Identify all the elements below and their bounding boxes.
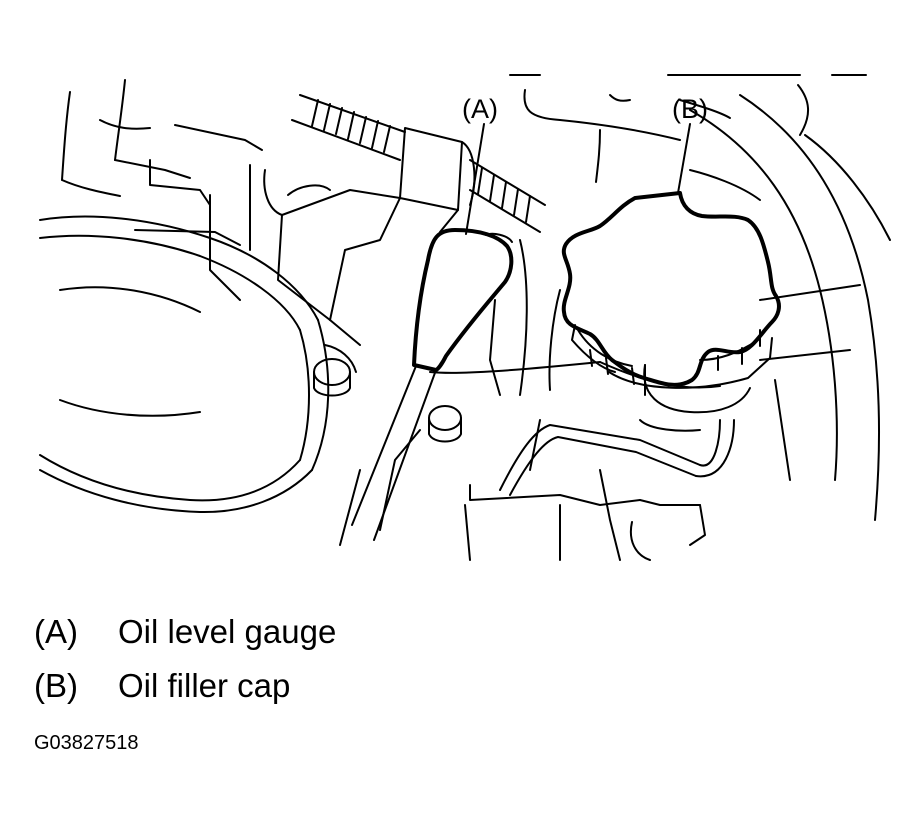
engine-upper-left [61,79,263,301]
engine-bay-illustration: (A) (B) [39,74,891,561]
legend-key-b: (B) [34,667,78,704]
leader-line-b [677,123,691,194]
oil-pipe [499,419,735,496]
ribbed-hose-right [469,159,546,233]
engine-lower [339,239,721,561]
oil-level-gauge [351,228,514,541]
engine-upper-right [523,89,761,201]
legend-description-b: Oil filler cap [118,667,291,704]
figure-code: G03827518 [34,732,139,754]
legend-item-oil-filler-cap: (B) Oil filler cap [34,666,290,706]
legend-key-a: (A) [34,613,78,650]
hose-clamp-bracket [263,127,476,346]
oil-filler-cap [561,191,781,414]
leader-line-a [465,123,485,235]
legend-item-oil-level-gauge: (A) Oil level gauge [34,612,336,652]
legend-description-a: Oil level gauge [118,613,337,650]
callout-a-label: (A) [462,94,498,124]
timing-cover [689,84,891,521]
intake-duct [39,215,330,514]
bolt-left [313,344,357,397]
bolt-center [428,405,462,443]
callout-b-label: (B) [672,94,708,124]
ribbed-hose [291,94,406,161]
